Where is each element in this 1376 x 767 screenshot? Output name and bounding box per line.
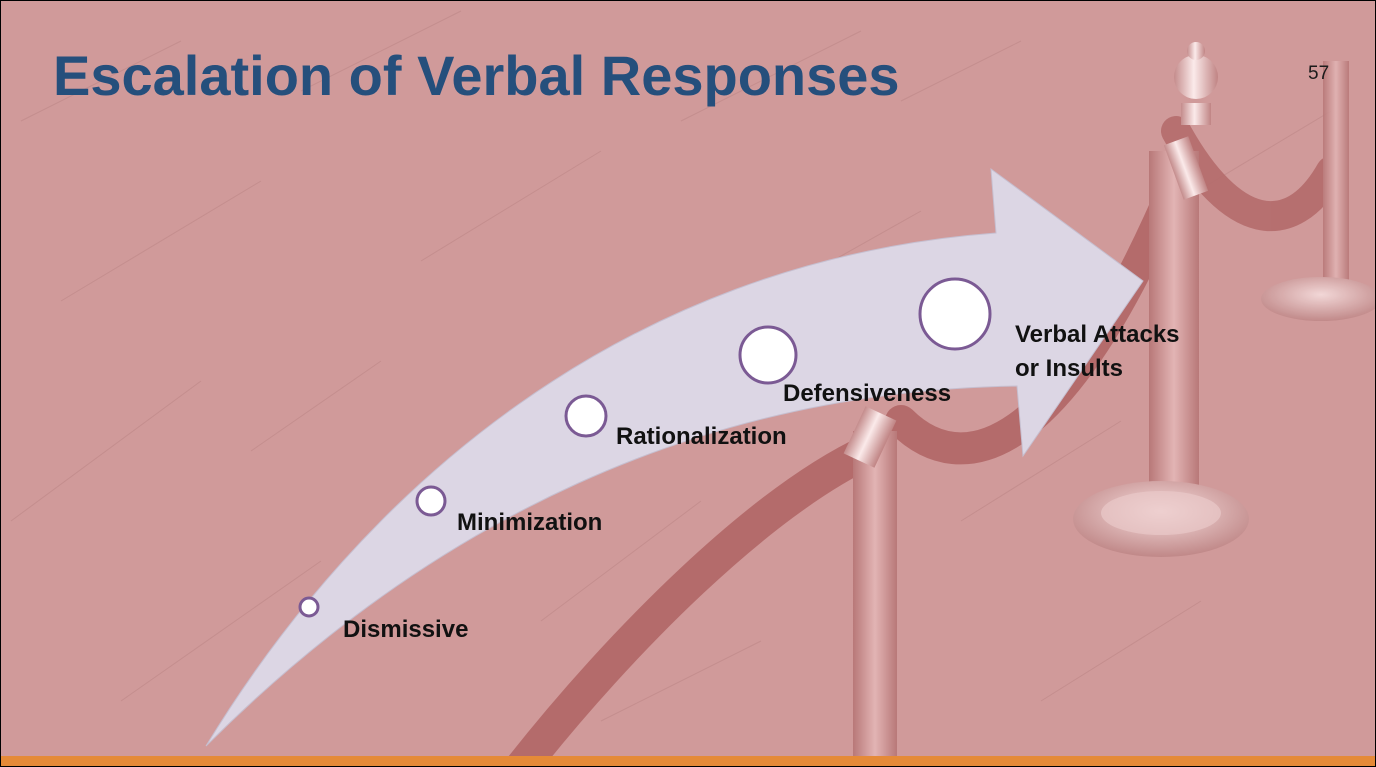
- step-label-defensiveness: Defensiveness: [783, 380, 952, 407]
- step-circle-dismissive: [298, 596, 320, 618]
- page-title: Escalation of Verbal Responses: [53, 44, 900, 107]
- step-circle-verbal-attacks: [918, 277, 992, 351]
- step-label-verbal-attacks-line1: Verbal Attacks: [1015, 321, 1180, 348]
- bottom-accent-bar: [1, 756, 1375, 766]
- rope-stanchion-right-front: [885, 42, 1249, 557]
- background-texture: [10, 10, 1332, 722]
- step-circle-defensiveness: [738, 325, 798, 385]
- step-label-verbal-attacks-line2: or Insults: [1015, 355, 1124, 382]
- step-circles: [298, 277, 992, 618]
- rope-stanchion-center: [504, 406, 897, 766]
- slide-number: 57: [1308, 63, 1330, 84]
- step-circle-minimization: [415, 485, 447, 517]
- step-label-rationalization: Rationalization: [616, 423, 787, 450]
- step-label-dismissive: Dismissive: [343, 616, 469, 643]
- step-label-minimization: Minimization: [457, 509, 603, 536]
- step-circle-rationalization: [564, 394, 608, 438]
- arrow-shape: [205, 167, 1144, 747]
